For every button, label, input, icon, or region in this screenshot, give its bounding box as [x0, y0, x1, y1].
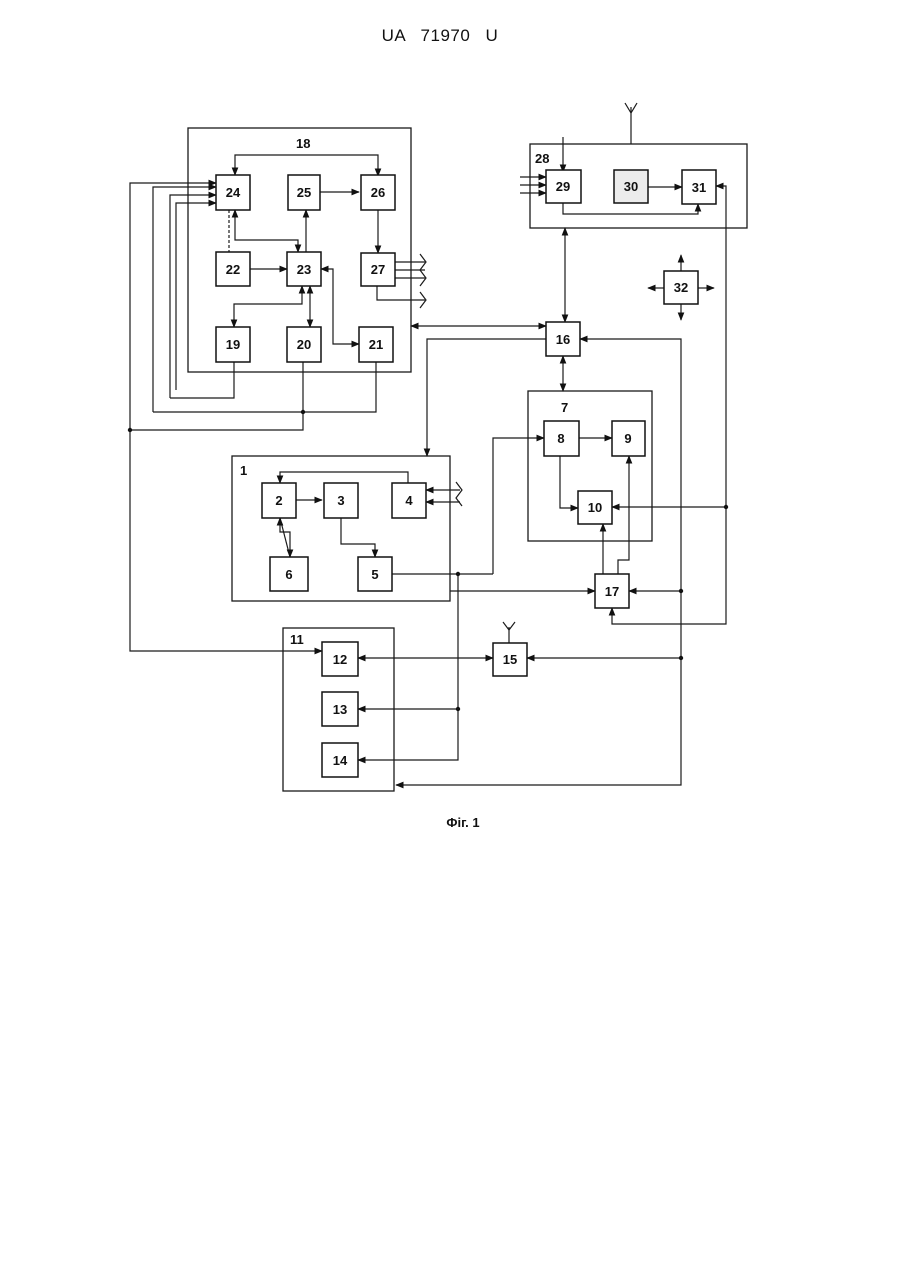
svg-text:13: 13 — [333, 702, 347, 717]
svg-text:3: 3 — [337, 493, 344, 508]
block-22: 22 — [216, 252, 250, 286]
svg-text:17: 17 — [605, 584, 619, 599]
block-32: 32 — [664, 271, 698, 304]
group-label-7: 7 — [561, 400, 568, 415]
svg-text:14: 14 — [333, 753, 348, 768]
svg-text:9: 9 — [624, 431, 631, 446]
block-9: 9 — [612, 421, 645, 456]
block-4: 4 — [392, 483, 426, 518]
block-21: 21 — [359, 327, 393, 362]
feedback-lines-24 — [130, 183, 376, 651]
svg-text:29: 29 — [556, 179, 570, 194]
antenna-top — [625, 103, 637, 144]
block-31: 31 — [682, 170, 716, 204]
svg-text:32: 32 — [674, 280, 688, 295]
block-30: 30 — [614, 170, 648, 203]
svg-text:21: 21 — [369, 337, 383, 352]
svg-text:2: 2 — [275, 493, 282, 508]
connections-group-18 — [229, 155, 426, 344]
group-label-18: 18 — [296, 136, 310, 151]
connections-lower — [128, 410, 728, 760]
connections-group-28 — [520, 137, 726, 624]
group-label-11: 11 — [290, 632, 304, 647]
block-13: 13 — [322, 692, 358, 726]
svg-text:5: 5 — [371, 567, 378, 582]
block-27: 27 — [361, 253, 395, 286]
block-20: 20 — [287, 327, 321, 362]
connections-block-16 — [396, 326, 681, 785]
block-8: 8 — [544, 421, 579, 456]
group-label-1: 1 — [240, 463, 247, 478]
svg-text:22: 22 — [226, 262, 240, 277]
block-15: 15 — [493, 643, 527, 676]
block-2: 2 — [262, 483, 296, 518]
svg-text:31: 31 — [692, 180, 706, 195]
svg-text:26: 26 — [371, 185, 385, 200]
block-6: 6 — [270, 557, 308, 591]
block-29: 29 — [546, 170, 581, 203]
svg-text:27: 27 — [371, 262, 385, 277]
block-5: 5 — [358, 557, 392, 591]
svg-text:19: 19 — [226, 337, 240, 352]
svg-text:16: 16 — [556, 332, 570, 347]
svg-text:10: 10 — [588, 500, 602, 515]
block-23: 23 — [287, 252, 321, 286]
block-12: 12 — [322, 642, 358, 676]
block-17: 17 — [595, 574, 629, 608]
group-label-28: 28 — [535, 151, 549, 166]
block-24: 24 — [216, 175, 250, 210]
block-10: 10 — [578, 491, 612, 524]
svg-text:8: 8 — [557, 431, 564, 446]
block-14: 14 — [322, 743, 358, 777]
svg-text:4: 4 — [405, 493, 413, 508]
svg-text:20: 20 — [297, 337, 311, 352]
svg-text:6: 6 — [285, 567, 292, 582]
svg-text:24: 24 — [226, 185, 241, 200]
block-3: 3 — [324, 483, 358, 518]
antenna-15 — [503, 622, 515, 643]
block-19: 19 — [216, 327, 250, 362]
svg-text:30: 30 — [624, 179, 638, 194]
svg-text:25: 25 — [297, 185, 311, 200]
svg-text:12: 12 — [333, 652, 347, 667]
figure-caption: Фіг. 1 — [0, 815, 901, 830]
svg-text:15: 15 — [503, 652, 517, 667]
block-25: 25 — [288, 175, 320, 210]
block-26: 26 — [361, 175, 395, 210]
block-16: 16 — [546, 322, 580, 356]
svg-text:23: 23 — [297, 262, 311, 277]
